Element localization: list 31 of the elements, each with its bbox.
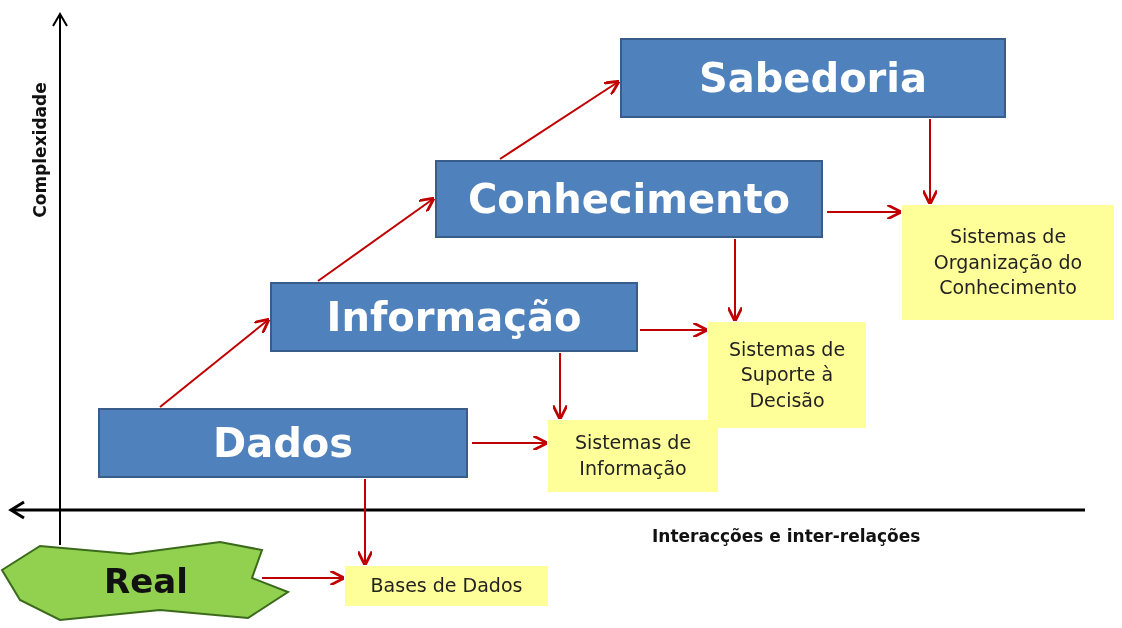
node-label: Sistemas de Organização do Conhecimento [932, 224, 1084, 301]
arrow [826, 203, 903, 221]
node-label: Sabedoria [698, 55, 928, 101]
process-box [620, 38, 1006, 118]
axis-label: Interacções e inter-relações [652, 526, 921, 546]
node-label: Sistemas de Informação [573, 430, 693, 481]
process-box [270, 282, 638, 352]
arrow [551, 352, 569, 421]
arrow [499, 79, 621, 160]
node-label: Informação [326, 294, 582, 340]
arrow [471, 434, 549, 452]
node-label: Sistemas de Suporte à Decisão [727, 336, 847, 413]
node-label: Real [104, 561, 188, 601]
node-label: Dados [212, 420, 354, 466]
arrow [921, 118, 939, 206]
arrow [159, 317, 271, 408]
note-box [708, 322, 866, 428]
process-box [98, 408, 468, 478]
arrow [726, 238, 744, 323]
real-shape [0, 540, 292, 622]
node-label: Conhecimento [467, 176, 791, 222]
note-box [902, 205, 1114, 320]
note-box [345, 566, 548, 606]
arrow [639, 321, 709, 339]
axis-label: Complexidade [29, 82, 50, 218]
arrow [356, 478, 374, 567]
process-box [435, 160, 823, 238]
arrow [261, 569, 346, 587]
arrow [317, 196, 436, 282]
node-label: Bases de Dados [370, 573, 523, 599]
note-box [548, 420, 718, 492]
